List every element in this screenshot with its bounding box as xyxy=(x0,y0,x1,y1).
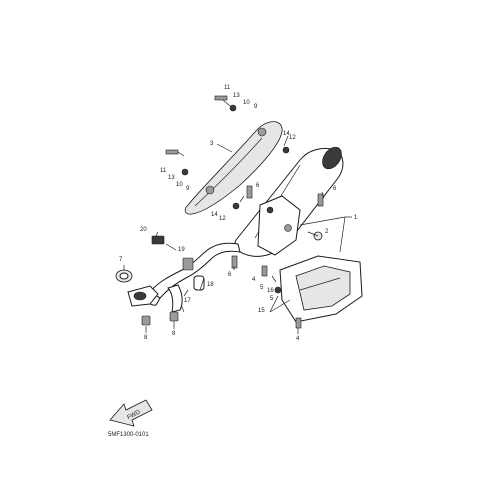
callout-8: 8 xyxy=(144,335,148,341)
callout-14: 14 xyxy=(211,212,218,218)
fwd-arrow-icon: FWD xyxy=(109,399,153,427)
callout-14: 14 xyxy=(283,131,290,137)
flange-nuts xyxy=(141,311,179,326)
callout-5: 5 xyxy=(270,296,274,302)
callout-11: 11 xyxy=(160,168,167,174)
muffler-bracket xyxy=(257,195,301,256)
callout-9: 9 xyxy=(254,104,258,110)
muffler-stay xyxy=(279,255,363,323)
callout-18: 18 xyxy=(207,282,214,288)
callout-1: 1 xyxy=(354,215,358,221)
callout-6: 6 xyxy=(256,183,260,189)
callout-9: 9 xyxy=(186,186,190,192)
callout-labels: 11 13 10 9 14 12 3 11 13 10 9 6 6 14 12 … xyxy=(119,85,358,342)
callout-13: 13 xyxy=(168,175,175,181)
callout-5: 5 xyxy=(260,285,264,291)
callout-6: 6 xyxy=(333,186,337,192)
callout-3: 3 xyxy=(210,141,214,147)
callout-12: 12 xyxy=(289,135,296,141)
callout-2: 2 xyxy=(325,229,329,235)
callout-11: 11 xyxy=(224,85,231,91)
callout-6: 6 xyxy=(228,272,232,278)
exhaust-flange xyxy=(127,285,159,307)
callout-4: 4 xyxy=(296,336,300,342)
callout-20: 20 xyxy=(140,227,147,233)
diagram-code: 5MF1300-0101 xyxy=(108,432,149,438)
callout-7: 7 xyxy=(119,257,123,263)
callout-4: 4 xyxy=(252,277,256,283)
callout-17: 17 xyxy=(184,298,191,304)
callout-13: 13 xyxy=(233,93,240,99)
callout-12: 12 xyxy=(219,216,226,222)
leader-lines xyxy=(123,99,352,334)
bolts xyxy=(165,95,324,329)
exhaust-gasket xyxy=(115,269,133,283)
callout-10: 10 xyxy=(176,182,183,188)
callout-19: 19 xyxy=(178,247,185,253)
callout-16: 16 xyxy=(267,288,274,294)
callout-10: 10 xyxy=(243,100,250,106)
callout-15: 15 xyxy=(258,308,265,314)
pipe-clamp xyxy=(151,235,194,271)
callout-8: 8 xyxy=(172,331,176,337)
heat-shield xyxy=(184,121,283,215)
